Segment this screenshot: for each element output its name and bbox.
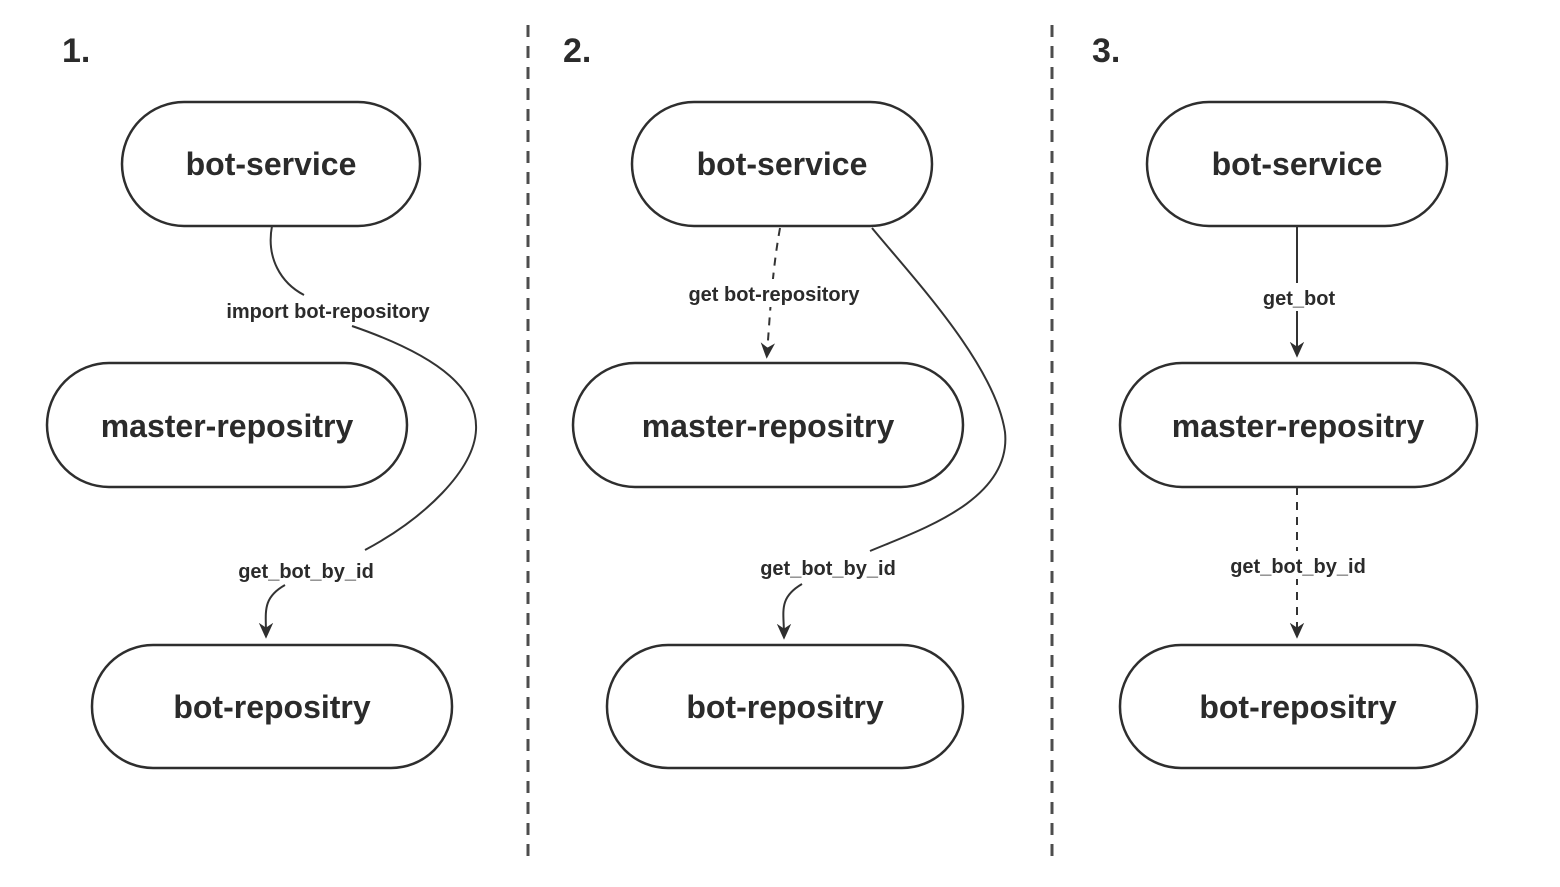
node-bot-repositry-label: bot-repositry bbox=[1199, 689, 1397, 725]
edge-label-bg bbox=[224, 556, 388, 584]
node-bot-service-label: bot-service bbox=[1212, 146, 1383, 182]
edge-get-bot-by-id-arrow bbox=[776, 583, 803, 640]
edge-label: get bot-repository bbox=[688, 284, 860, 306]
panel-3: 3. get_bot get_bot_by_id bot-service mas… bbox=[1092, 32, 1479, 770]
panel-1: 1. import bot-repository get_bot_by_id b… bbox=[45, 32, 478, 770]
node-master-repositry-shape bbox=[45, 361, 409, 489]
edge-label: get_bot_by_id bbox=[238, 561, 374, 583]
edge-label-bg bbox=[746, 553, 910, 581]
node-bot-repositry-shape bbox=[1118, 643, 1479, 770]
edge-label-bg bbox=[200, 296, 456, 324]
panel-number: 1. bbox=[62, 32, 90, 70]
node-master-repositry-label: master-repositry bbox=[1172, 408, 1425, 444]
edge-label: get_bot bbox=[1263, 288, 1336, 310]
node-master-repositry-shape bbox=[571, 361, 965, 489]
node-bot-repositry-label: bot-repositry bbox=[173, 689, 371, 725]
node-bot-repositry-shape bbox=[605, 643, 965, 770]
node-bot-service-shape bbox=[630, 100, 934, 228]
edge-label-bg bbox=[1252, 283, 1346, 311]
edge-label: import bot-repository bbox=[226, 301, 430, 323]
node-bot-service-label: bot-service bbox=[697, 146, 868, 182]
edge-import-bot-repository-path bbox=[351, 325, 478, 551]
node-master-repositry-label: master-repositry bbox=[642, 408, 895, 444]
node-master-repositry-shape bbox=[1118, 361, 1479, 489]
edge-label: get_bot_by_id bbox=[1230, 556, 1366, 578]
node-bot-repositry-label: bot-repositry bbox=[686, 689, 884, 725]
panel-number: 3. bbox=[1092, 32, 1120, 70]
edge-label-bg bbox=[1216, 551, 1380, 579]
panel-number: 2. bbox=[563, 32, 591, 70]
edge-get-bot-by-id-arrow bbox=[258, 584, 286, 639]
edge-label-bg bbox=[667, 279, 881, 307]
edge-import-bot-repository-path bbox=[269, 225, 305, 296]
node-bot-repositry-shape bbox=[90, 643, 454, 770]
panel-2: 2. get bot-repository get_bot_by_id bot-… bbox=[563, 32, 1007, 770]
edge-label: get_bot_by_id bbox=[760, 558, 896, 580]
edge-get-bot-by-id-path bbox=[869, 227, 1007, 552]
node-master-repositry-label: master-repositry bbox=[101, 408, 354, 444]
node-bot-service-label: bot-service bbox=[186, 146, 357, 182]
